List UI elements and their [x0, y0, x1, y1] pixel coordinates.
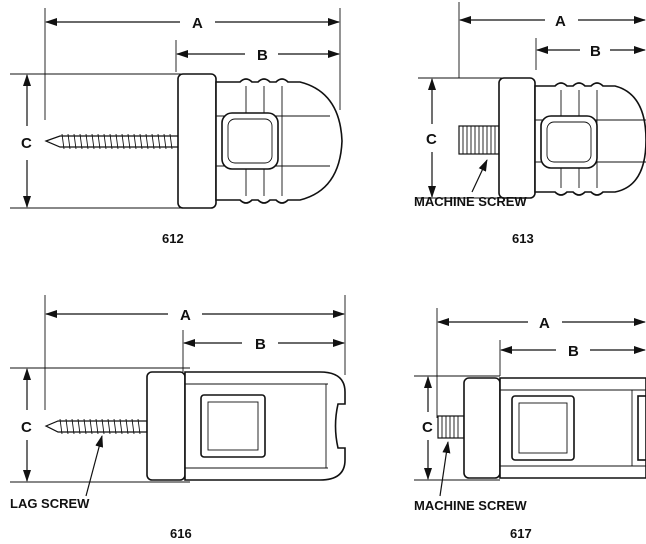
dimension-b-612: B [175, 40, 340, 72]
screw-label: MACHINE SCREW [414, 498, 527, 513]
dimension-c-label: C [422, 419, 433, 436]
dimension-c-612: C [10, 73, 186, 209]
dimension-a-613: A [458, 2, 646, 78]
flange-613 [498, 77, 536, 199]
screw-callout-613: MACHINE SCREW [414, 159, 527, 209]
dimension-c-label: C [21, 419, 32, 436]
dimension-b-label: B [257, 47, 268, 64]
figure-613: A B C [414, 2, 646, 246]
bumper-body-617 [499, 377, 646, 479]
dimension-c-617: C [414, 375, 500, 481]
figure-number-613: 613 [512, 231, 534, 246]
screw-label: LAG SCREW [10, 496, 90, 511]
dimension-b-613: B [535, 38, 646, 70]
flange-616 [146, 371, 186, 481]
figure-number-612: 612 [162, 231, 184, 246]
dimension-b-label: B [568, 343, 579, 360]
bumper-body-613 [534, 82, 646, 196]
figure-number-616: 616 [170, 526, 192, 541]
machine-screw-613 [458, 125, 500, 155]
lag-screw-616 [44, 418, 148, 435]
dimension-b-label: B [255, 336, 266, 353]
dimension-c-label: C [426, 131, 437, 148]
dimension-b-617: B [499, 340, 646, 376]
screw-label: MACHINE SCREW [414, 194, 527, 209]
figure-612: A B C [10, 8, 343, 246]
machine-screw-617 [437, 415, 465, 439]
dimension-a-612: A [44, 8, 341, 120]
dimension-a-label: A [192, 15, 203, 32]
dimension-a-label: A [539, 315, 550, 332]
flange-617 [463, 377, 501, 479]
dimension-c-label: C [21, 135, 32, 152]
dimension-a-617: A [436, 308, 646, 418]
flange-612 [177, 73, 217, 209]
bumper-body-616 [184, 371, 346, 481]
dimension-a-616: A [44, 295, 346, 410]
lag-screw-612 [44, 133, 181, 150]
dimension-c-613: C [418, 77, 505, 199]
dimension-a-label: A [180, 307, 191, 324]
screw-callout-617: MACHINE SCREW [414, 441, 527, 513]
bumper-body-612 [215, 78, 343, 204]
dimension-c-616: C [10, 367, 190, 483]
figure-number-617: 617 [510, 526, 532, 541]
dimension-a-label: A [555, 13, 566, 30]
dimension-b-616: B [182, 330, 345, 372]
figure-617: A B C MA [414, 308, 646, 541]
figure-616: A B C LAG SCREW [10, 295, 346, 541]
screw-callout-616: LAG SCREW [10, 435, 104, 511]
dimension-b-label: B [590, 43, 601, 60]
